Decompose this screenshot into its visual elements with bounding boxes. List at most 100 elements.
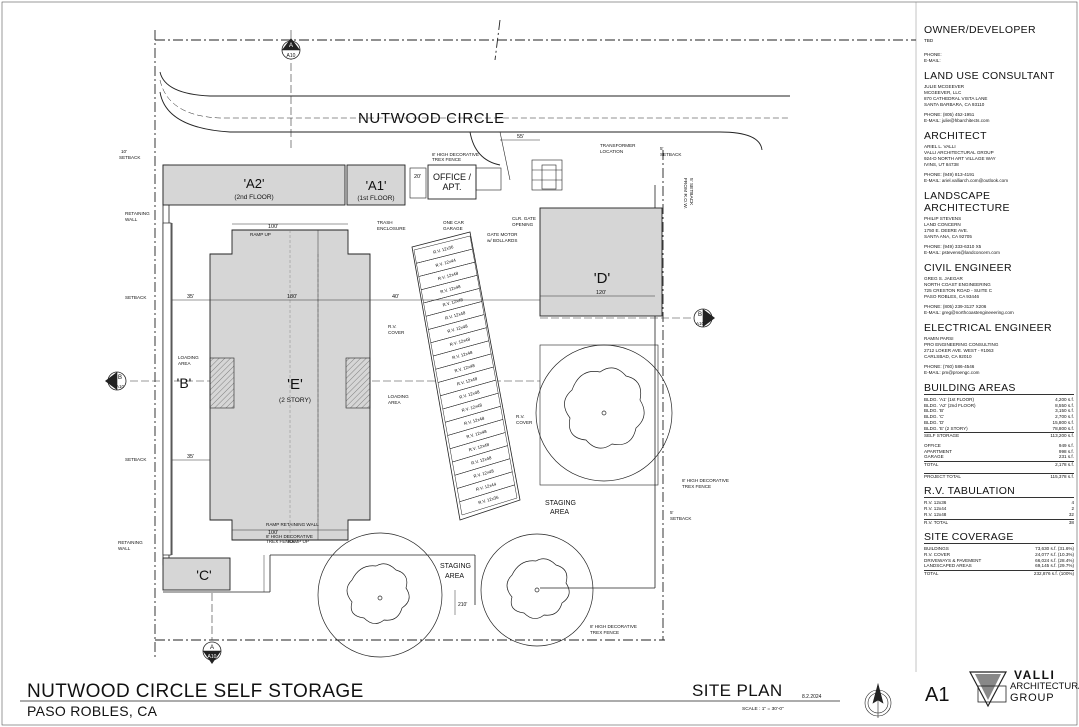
rv-stall-label: R.V. 12x48 xyxy=(470,455,492,466)
svg-text:R.V.: R.V. xyxy=(516,414,525,419)
building-e-label: 'E' xyxy=(287,376,303,393)
svg-text:TREX FENCE: TREX FENCE xyxy=(432,157,461,162)
street-curbs xyxy=(159,71,790,181)
svg-text:5' SETBACK: 5' SETBACK xyxy=(688,178,694,206)
svg-text:180': 180' xyxy=(287,294,297,300)
office-apartment xyxy=(427,164,477,200)
building-area-row: BLDG. 'B'3,150 s.f. xyxy=(924,408,1074,414)
building-c-label: 'C' xyxy=(196,567,211,583)
svg-text:100': 100' xyxy=(268,530,278,536)
rv-stall-label: R.V. 12x48 xyxy=(444,310,466,321)
svg-text:A: A xyxy=(210,645,214,651)
building-areas-section: BUILDING AREAS BLDG. 'A1' (1st FLOOR)4,2… xyxy=(924,382,1074,479)
svg-text:A: A xyxy=(289,43,293,49)
svg-text:A10: A10 xyxy=(116,384,125,389)
svg-text:R.V.: R.V. xyxy=(388,324,397,329)
svg-text:APT.: APT. xyxy=(442,182,461,192)
svg-text:SETBACK: SETBACK xyxy=(119,155,141,160)
svg-text:100': 100' xyxy=(268,224,278,230)
rv-stall-label: R.V. 12x48 xyxy=(447,323,469,334)
svg-text:35': 35' xyxy=(187,294,194,300)
svg-text:LOADING: LOADING xyxy=(388,394,409,399)
svg-text:SETBACK: SETBACK xyxy=(670,516,692,521)
rv-stall-label: R.V. 12x36 xyxy=(432,244,454,255)
architect-section: ARCHITECT ARIEL L. VALLI VALLI ARCHITECT… xyxy=(924,130,1009,183)
rv-stall-label: R.V. 12x48 xyxy=(451,350,473,361)
rv-stall-label: R.V. 12x48 xyxy=(468,442,490,453)
svg-text:w/ BOLLARDS: w/ BOLLARDS xyxy=(487,238,517,243)
landscape-section: LANDSCAPE ARCHITECTURE PHILIP STEVENS LA… xyxy=(924,190,1010,255)
svg-text:8' HIGH DECORATIVE: 8' HIGH DECORATIVE xyxy=(266,534,313,539)
north-arrow-icon xyxy=(864,682,892,718)
building-area-row: BLDG. 'E' (2 STORY)78,800 s.f. xyxy=(924,425,1074,431)
svg-text:RAMP UP: RAMP UP xyxy=(250,232,271,237)
svg-text:RAMP RETAINING WALL: RAMP RETAINING WALL xyxy=(266,522,319,527)
building-d xyxy=(539,207,663,317)
svg-text:AREA: AREA xyxy=(388,400,401,405)
project-location: PASO ROBLES, CA xyxy=(27,703,158,719)
land-use-section: LAND USE CONSULTANT JULIE MCGEEVER MCGEE… xyxy=(924,70,1055,123)
svg-text:CLR. GATE: CLR. GATE xyxy=(512,216,536,221)
building-area-row: BLDG. 'D'15,800 s.f. xyxy=(924,419,1074,425)
svg-text:B: B xyxy=(118,375,122,381)
rv-stall-label: R.V. 12x44 xyxy=(435,257,457,268)
parking-stalls xyxy=(531,159,563,191)
annotations: 10' SETBACK RETAINING WALL SETBACK SETBA… xyxy=(118,134,729,635)
svg-text:SETBACK: SETBACK xyxy=(660,152,682,157)
trash-enclosure xyxy=(409,167,427,199)
building-area-row: BLDG. 'A2' (2nd FLOOR)8,550 s.f. xyxy=(924,402,1074,408)
svg-text:5': 5' xyxy=(660,146,664,151)
rv-stall-label: R.V. 12x48 xyxy=(463,415,485,426)
svg-text:20': 20' xyxy=(414,174,421,180)
svg-text:TRANSFORMER: TRANSFORMER xyxy=(600,143,636,148)
building-b-label: 'B' xyxy=(177,375,192,391)
svg-text:GATE MOTOR: GATE MOTOR xyxy=(487,232,518,237)
svg-text:RAMP UP: RAMP UP xyxy=(288,539,309,544)
svg-text:LOADING: LOADING xyxy=(178,355,199,360)
svg-text:TRASH: TRASH xyxy=(377,220,393,225)
project-info-sidebar: OWNER/DEVELOPER TBD PHONE: E-MAIL: LAND … xyxy=(924,24,1074,583)
svg-text:8' HIGH DECORATIVE: 8' HIGH DECORATIVE xyxy=(432,152,479,157)
street-name: NUTWOOD CIRCLE xyxy=(358,110,505,127)
drawing-date: 8.2.2024 xyxy=(802,694,822,700)
svg-text:120': 120' xyxy=(596,290,606,296)
svg-text:COVER: COVER xyxy=(388,330,405,335)
svg-text:RETAINING: RETAINING xyxy=(118,540,143,545)
row-setback-note: 5' SETBACK FROM R.O.W. xyxy=(682,178,694,209)
svg-text:ONE CAR: ONE CAR xyxy=(443,220,465,225)
svg-text:10': 10' xyxy=(121,149,127,154)
tree-symbols xyxy=(317,344,673,658)
rv-stall xyxy=(459,484,518,516)
building-area-row: BLDG. 'C'2,700 s.f. xyxy=(924,414,1074,420)
property-lines xyxy=(154,19,916,660)
sheet-title: SITE PLAN xyxy=(692,681,783,700)
building-a1-sublabel: (1st FLOOR) xyxy=(357,195,394,202)
logo-text-group: GROUP xyxy=(1010,692,1055,704)
loading-dock-right xyxy=(345,357,371,409)
svg-text:GARAGE: GARAGE xyxy=(443,226,463,231)
rv-stall-label: R.V. 12x48 xyxy=(459,389,481,400)
one-car-garage xyxy=(475,167,502,191)
rv-stall-label: R.V. 12x48 xyxy=(466,429,488,440)
rv-stall-label: R.V. 12x48 xyxy=(440,284,462,295)
svg-text:FROM R.O.W.: FROM R.O.W. xyxy=(682,178,688,209)
svg-text:TREX FENCE: TREX FENCE xyxy=(266,539,295,544)
svg-text:STAGING: STAGING xyxy=(440,563,471,570)
svg-text:A10: A10 xyxy=(696,321,705,326)
logo-text-valli: VALLI xyxy=(1014,668,1056,682)
dimension-lines xyxy=(172,139,655,615)
svg-text:SETBACK: SETBACK xyxy=(125,457,147,462)
